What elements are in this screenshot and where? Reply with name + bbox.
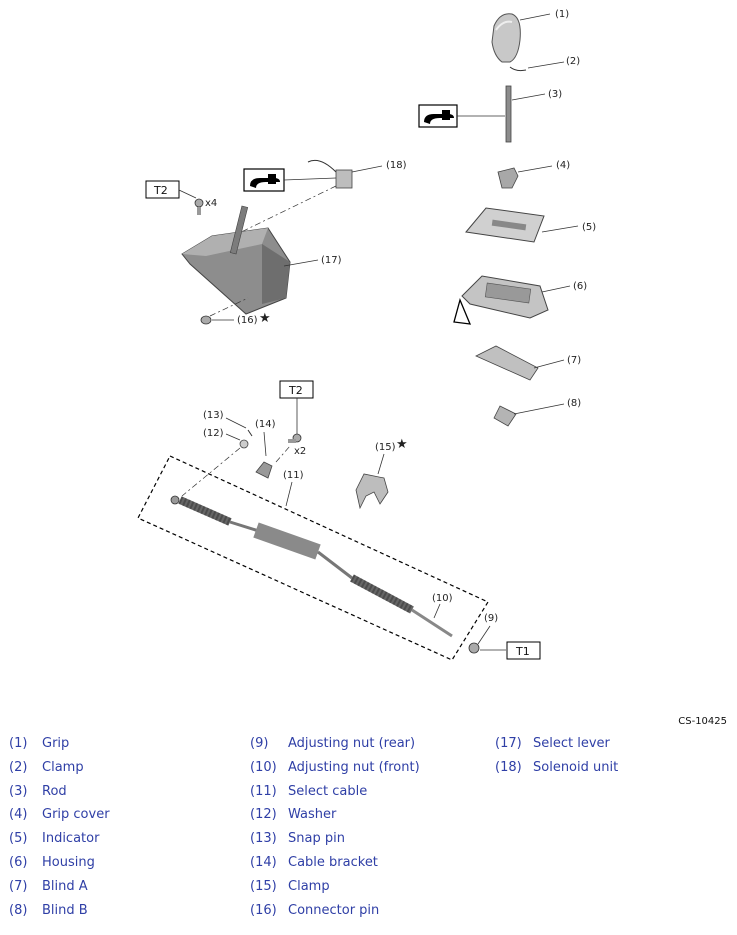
grip-cover-part [497,167,519,189]
legend-item-number: (17) [495,736,522,751]
select-lever-part [181,205,291,315]
callout-12: (12) [203,428,224,439]
star-mark: ★ [396,437,408,452]
callout-8: (8) [567,398,581,409]
legend-item-name: Solenoid unit [533,759,619,775]
torque-label-t2-upper: T2 [153,184,168,197]
clamp-bracket-part [355,473,389,510]
rod-part [505,85,512,143]
solenoid-unit-part [307,159,353,189]
quantity-x4: x4 [205,198,217,209]
quantity-x2: x2 [294,446,306,457]
callout-10: (10) [432,593,453,604]
torque-box-t1 [506,641,541,660]
legend-item-name: Select lever [533,736,610,751]
callout-9: (9) [484,613,498,624]
grease-icon [418,104,458,128]
callout-16: (16) [237,315,258,326]
washer-part [239,439,249,449]
legend-item-name: Grip [42,736,70,751]
legend-item-number: (9) [250,736,269,751]
exploded-parts-diagram: (1) (2) (3) (4) (5) (6) (7) (8) ( [137,9,596,661]
legend-item-number: (18) [495,759,522,775]
legend-item-name: Clamp [288,878,330,894]
indicator-part [465,207,545,243]
legend-item-number: (12) [250,807,277,823]
torque-label-t2-lower: T2 [288,384,303,397]
grease-icon [243,168,285,192]
legend-item-name: Snap pin [288,831,345,847]
torque-box-t2-upper [145,180,180,199]
torque-box-t2-lower [279,380,314,399]
legend-item-name: Select cable [288,783,368,799]
callout-2: (2) [566,56,580,67]
legend-item-number: (10) [250,759,277,775]
bolt-part [194,198,204,215]
callout-15: (15) [375,442,396,453]
cable-bracket-part [255,461,273,479]
housing-part [453,275,549,325]
legend-item-number: (16) [250,902,277,918]
callout-5: (5) [582,222,596,233]
legend-item-name: Adjusting nut (rear) [288,736,416,751]
legend-item-number: (15) [250,878,277,894]
legend-item-name: Indicator [42,831,100,847]
legend-item-number: (3) [9,783,28,799]
legend-item-number: (8) [9,902,28,918]
bolt-part [288,433,302,443]
legend-item-name: Adjusting nut (front) [288,759,420,775]
blind-b-part [493,405,517,427]
callout-18: (18) [386,160,407,171]
legend-item-number: (6) [9,854,28,870]
callout-17: (17) [321,255,342,266]
torque-label-t1: T1 [515,645,530,658]
legend-item-number: (2) [9,759,28,775]
legend-item-name: Blind B [42,902,88,918]
figure-code: CS-10425 [678,716,727,727]
legend-item-number: (5) [9,831,28,847]
legend-item-name: Grip cover [42,807,110,823]
callout-1: (1) [555,9,569,20]
select-cable-part [170,495,453,638]
connector-pin-part [200,315,212,325]
legend-item-name: Blind A [42,878,88,894]
legend-item-name: Housing [42,854,95,870]
callout-4: (4) [556,160,570,171]
legend-item-name: Cable bracket [288,854,378,870]
legend-item-name: Clamp [42,759,84,775]
callout-3: (3) [548,89,562,100]
snap-pin-part [247,429,253,437]
adjusting-nut-rear-part [468,642,480,654]
legend-item-number: (14) [250,854,277,870]
grip-part [491,13,521,63]
callout-13: (13) [203,410,224,421]
legend-item-number: (1) [9,736,28,751]
callout-6: (6) [573,281,587,292]
legend-item-number: (4) [9,807,28,823]
legend-item-name: Washer [288,807,337,823]
legend-item-number: (13) [250,831,277,847]
star-mark: ★ [259,311,271,326]
callout-14: (14) [255,419,276,430]
clamp-part [509,66,527,72]
legend-item-number: (7) [9,878,28,894]
callout-11: (11) [283,470,304,481]
blind-a-part [475,345,539,381]
select-cable-group [137,455,489,661]
callout-7: (7) [567,355,581,366]
legend-item-name: Rod [42,783,67,799]
legend-item-name: Connector pin [288,902,380,918]
legend-item-number: (11) [250,783,277,799]
